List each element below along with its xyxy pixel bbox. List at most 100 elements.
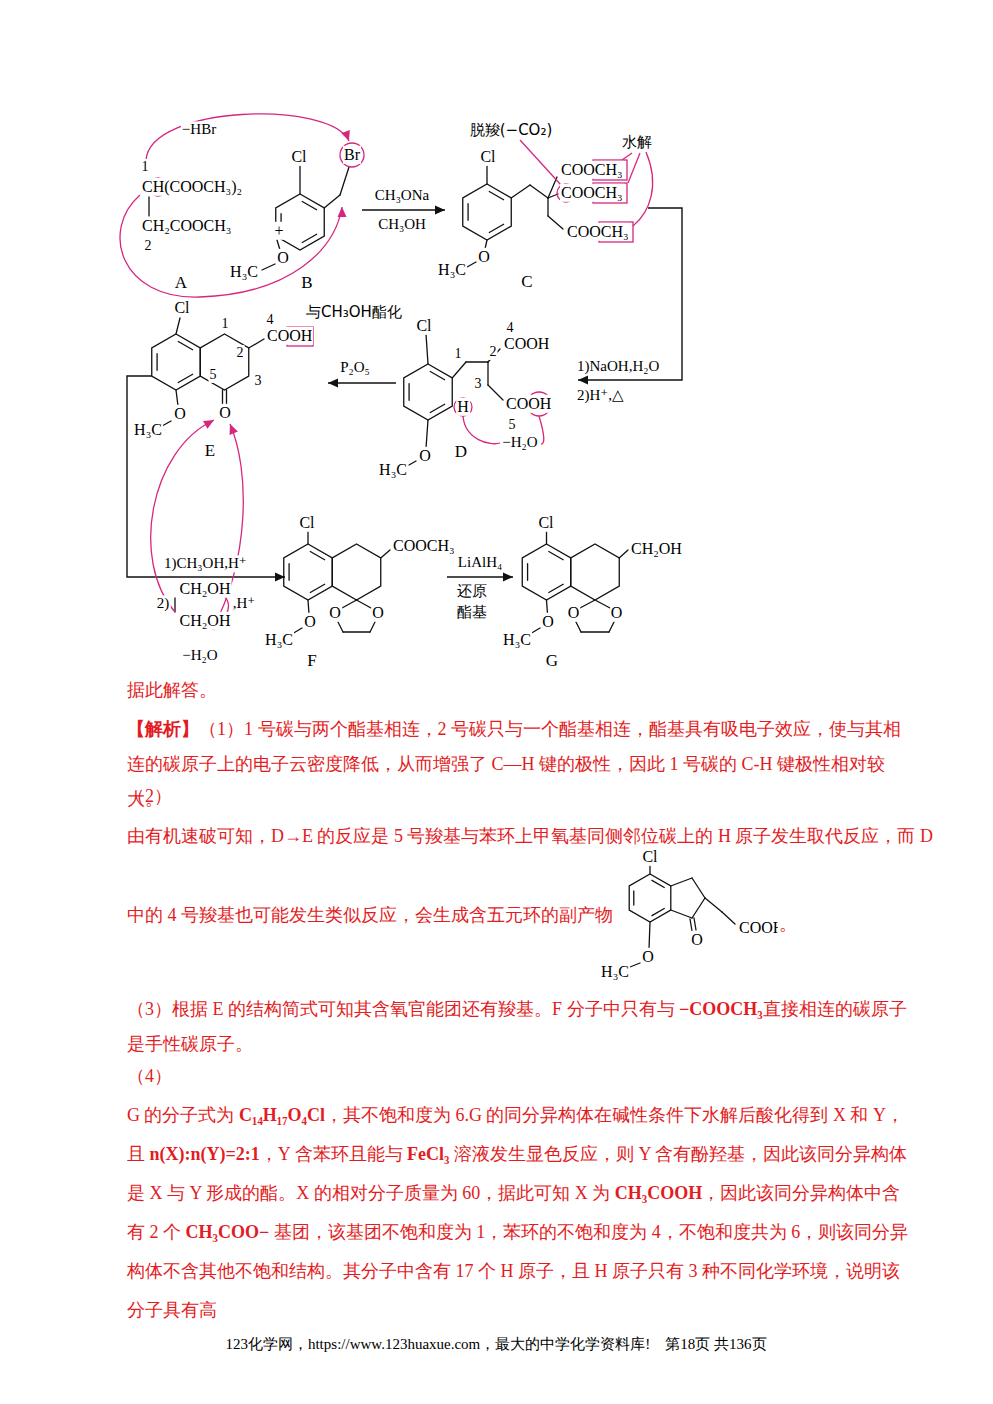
- atom-label: CH₂OH: [179, 612, 232, 630]
- compound-letter: F: [306, 651, 317, 671]
- bond-line: [156, 354, 157, 371]
- bond-line: [430, 371, 444, 379]
- formula-text: FeCl₃: [407, 1144, 449, 1164]
- ring: [571, 544, 619, 600]
- atom-label: COOCH₃: [566, 223, 630, 241]
- annotation-curve: [628, 153, 640, 183]
- ring: [152, 334, 200, 390]
- footer-text: 123化学网，https://www.123huaxue.com，最大的中学化学…: [224, 1336, 767, 1353]
- atom-label: O: [218, 404, 232, 422]
- atom-label: O: [328, 604, 342, 622]
- atom-label: Cl: [479, 148, 496, 166]
- reagent-label: −H₂O: [181, 647, 218, 664]
- bond-line: [549, 551, 563, 559]
- bond-line: [162, 421, 171, 426]
- compound-letter: C: [520, 272, 533, 292]
- bond-line: [426, 420, 428, 448]
- bond-line: [546, 531, 547, 544]
- bond-line: [178, 341, 192, 349]
- bond-line: [511, 185, 530, 198]
- bond-line: [486, 166, 487, 184]
- arrow-head: [275, 573, 285, 582]
- bond-line: [692, 898, 705, 918]
- annotation-circle: [454, 398, 472, 416]
- atom-label: Cl: [641, 848, 658, 866]
- atom-label: CH₂COOCH₃: [141, 217, 232, 235]
- atom-label: Br: [343, 146, 361, 164]
- locant-number: 4: [506, 320, 515, 336]
- atom-label: COOH: [266, 327, 313, 345]
- bond-line: [488, 385, 503, 400]
- reagent-label: CH₃ONa: [374, 187, 430, 204]
- bond-line: [307, 531, 308, 544]
- bond-line: [595, 600, 610, 608]
- explanation-text: （2）: [127, 786, 172, 807]
- bond-line: [649, 922, 650, 949]
- arrow-head: [503, 573, 513, 582]
- annotation-curve: [120, 195, 342, 297]
- annotation-text: 脱羧(−CO₂): [469, 122, 554, 139]
- bond-line: [580, 600, 595, 608]
- ring: [629, 874, 671, 922]
- bond-line: [343, 631, 370, 632]
- annotation-curve: [622, 153, 632, 160]
- bond-line: [530, 185, 548, 198]
- bond-line: [527, 564, 528, 581]
- bond-line: [174, 598, 175, 612]
- bond-line: [489, 191, 503, 199]
- atom-label: COOCH₃: [560, 161, 624, 179]
- ring: [284, 544, 332, 600]
- locant-number: 3: [474, 376, 483, 392]
- bond-line: [466, 361, 488, 362]
- bond-line: [581, 631, 609, 632]
- atom-label: Cl: [290, 148, 307, 166]
- bond-line: [652, 908, 664, 915]
- ring: [404, 364, 452, 420]
- bond-line: [452, 362, 466, 378]
- formula-text: −COOCH₃: [679, 999, 763, 1019]
- ring: [522, 544, 570, 600]
- atom-label: O: [541, 613, 555, 631]
- atom-label: H₃C: [600, 963, 630, 981]
- annotation-text: 水解: [621, 134, 653, 151]
- atom-label: COOH: [505, 395, 552, 413]
- annotation-curve: [146, 114, 349, 160]
- compound-letter: B: [300, 273, 313, 293]
- formula-text: C₁₄H₁₇O₄Cl: [239, 1105, 325, 1125]
- explanation-text: （1）1 号碳与两个酯基相连，2 号碳只与一个酯基相连，酯基具有吸电子效应，使与…: [127, 719, 901, 809]
- explanation-text: 中的 4 号羧基也可能发生类似反应，会生成含五元环的副产物: [127, 905, 613, 926]
- annotation-text: 还原: [456, 583, 488, 600]
- annotation-circle: [340, 143, 364, 167]
- bond-line: [340, 167, 349, 195]
- explanation-text: （4）: [127, 1066, 172, 1087]
- locant-number: 2: [236, 345, 245, 361]
- bond-line: [652, 880, 664, 887]
- bond-line: [430, 404, 444, 412]
- bond-line: [288, 564, 289, 581]
- formula-text: 【解析】: [127, 719, 199, 739]
- explanation-text: 由有机速破可知，D→E 的反应是 5 号羧基与苯环上甲氧基同侧邻位碳上的 H 原…: [127, 826, 933, 847]
- atom-label: O: [371, 604, 385, 622]
- atom-label: O: [276, 249, 290, 267]
- locant-number: 2: [489, 344, 498, 360]
- annotation-text: 酯基: [456, 604, 488, 621]
- bond-line: [409, 461, 416, 465]
- bond-line: [408, 384, 409, 401]
- arrow-head: [578, 376, 588, 385]
- atom-label: +: [273, 222, 284, 240]
- atom-label: O: [303, 613, 317, 631]
- arrow-head: [341, 130, 349, 141]
- explanation-text: G 的分子式为: [127, 1105, 239, 1125]
- paragraph: 【解析】（1）1 号碳与两个酯基相连，2 号碳只与一个酯基相连，酯基具有吸电子效…: [127, 712, 912, 817]
- atom-label: Cl: [537, 514, 554, 532]
- reagent-label: −HBr: [181, 121, 217, 138]
- annotation-curve: [633, 152, 653, 226]
- reagent-label: 2)H⁺,△: [576, 387, 625, 404]
- atom-label: H₃C: [502, 631, 532, 649]
- bond-line: [381, 550, 390, 558]
- locant-number: 5: [508, 417, 517, 433]
- bond-line: [178, 374, 192, 382]
- atom-label: Cl: [173, 299, 190, 317]
- atom-label: CH₂OH: [630, 540, 683, 558]
- ring: [463, 184, 511, 240]
